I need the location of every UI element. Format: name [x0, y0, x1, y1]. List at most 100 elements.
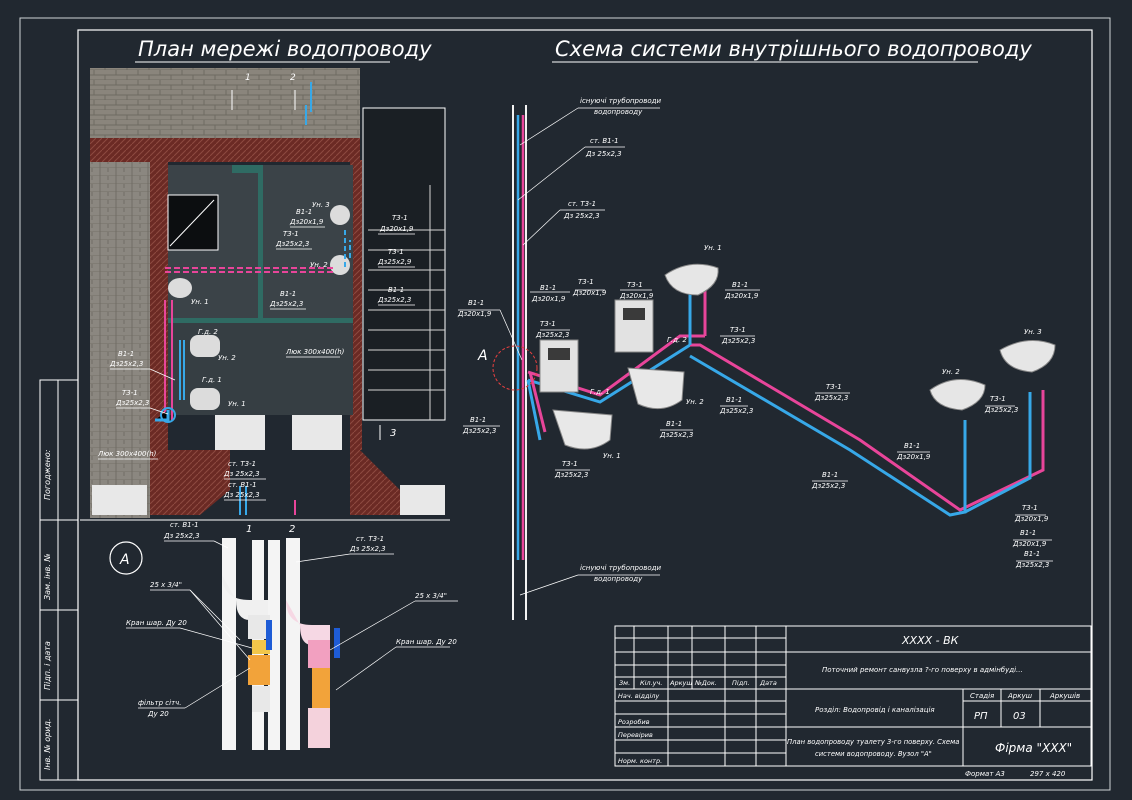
scheme-un1: Ун. 1	[704, 244, 722, 252]
scheme-b1-d: В1-1	[726, 396, 742, 404]
plan-gd2: Г.д. 2	[198, 328, 218, 336]
scheme-leaders	[458, 107, 1053, 596]
plan-un2b: Ун. 2	[218, 354, 236, 362]
outer-frame	[19, 17, 1111, 791]
tb-format: Формат А3	[965, 770, 1005, 778]
plan-un2: Ун. 2	[310, 261, 328, 269]
detail-marker: А	[119, 552, 130, 568]
tb-stage-h: Стадія	[970, 692, 994, 700]
scheme-t3-f-d: Дз25х2,3	[554, 471, 588, 479]
scheme-t3-c: Т3-1	[540, 320, 556, 328]
side-inv-orig: Інв. № орид.	[43, 719, 52, 771]
scheme-b1-f: В1-1	[470, 416, 486, 424]
plan-un1: Ун. 1	[191, 298, 209, 306]
plan-t3-top-d: Дз25х2,3	[275, 240, 309, 248]
scheme-b1-g: В1-1	[904, 442, 920, 450]
plan-st-b1: ст. В1-1	[228, 481, 257, 489]
scheme-gd2: Г.д. 2	[667, 336, 687, 344]
tb-size: 297 х 420	[1030, 770, 1066, 778]
scheme-t3-f: Т3-1	[562, 460, 578, 468]
title-block	[614, 625, 1092, 767]
scheme-b1-i: В1-1	[822, 471, 838, 479]
scheme-t3-j: Т3-1	[1022, 504, 1038, 512]
scheme-b1-d-d: Дз25х2,3	[719, 407, 753, 415]
scheme-t3-e: Т3-1	[826, 383, 842, 391]
tb-col-1: Кіл.уч.	[640, 679, 662, 687]
plan-hatch-left: Люк 300х400(h)	[97, 450, 157, 458]
scheme-t3-d-d: Дз25х2,3	[721, 337, 755, 345]
scheme-t3-b: Т3-1	[627, 281, 643, 289]
scheme-b1-i-d: Дз25х2,3	[811, 482, 845, 490]
plan-cut-2: 2	[290, 73, 296, 83]
scheme-t3-e-d: Дз25х2,3	[814, 394, 848, 402]
floor-plan	[80, 68, 450, 521]
detail-fit-right: 25 х 3/4"	[415, 592, 447, 600]
scheme-b1-last: В1-1	[1024, 550, 1040, 558]
side-agreed: Погоджено:	[43, 449, 52, 500]
plan-leaders	[98, 226, 415, 501]
plan-cut-3: 3	[390, 428, 396, 439]
detail-leaders	[126, 540, 458, 709]
scheme-b1-c: В1-1	[732, 281, 748, 289]
plan-un1b: Ун. 1	[228, 400, 246, 408]
tb-sheet-h: Аркуш	[1007, 692, 1033, 700]
tb-col-5: Дата	[759, 679, 777, 687]
plan-b1-left: В1-1	[118, 350, 134, 358]
plan-b1-mid: В1-1	[280, 290, 296, 298]
tb-row-0: Нач. відділу	[618, 692, 659, 700]
scheme-b1-h-d: Дз20х1,9	[1012, 540, 1047, 548]
tb-code: ХХХХ - ВК	[901, 634, 960, 647]
side-stamp: Погоджено: Зам. інв. № Підп. і дата Інв.…	[39, 379, 79, 781]
scheme-st-b1: ст. В1-1	[590, 137, 619, 145]
detail-st-b1-d: Дз 25х2,3	[163, 532, 200, 540]
scheme-un3: Ун. 3	[1024, 328, 1042, 336]
tb-row-1: Розробив	[618, 718, 650, 726]
scheme-existing-top-1: існуючі трубопроводи	[580, 97, 662, 105]
scheme-existing-top-2: водопроводу	[594, 108, 643, 116]
tb-stage: РП	[974, 711, 988, 722]
scheme-b1-g-d: Дз20х1,9	[896, 453, 931, 461]
detail-pipe-2: 2	[289, 524, 295, 535]
plan-b1-right: В1-1	[388, 286, 404, 294]
detail-a: А	[109, 538, 340, 750]
detail-filter-d: Ду 20	[147, 710, 169, 718]
scheme-un1b: Ун. 1	[603, 452, 621, 460]
plan-b1-mid-d: Дз25х2,3	[269, 300, 303, 308]
plan-t3-right-d: Дз20х1,9	[379, 225, 414, 233]
plan-t3-right2-d: Дз25х2,9	[377, 258, 412, 266]
tb-row-2: Перевірив	[618, 731, 653, 739]
plan-t3-left-d: Дз25х2,3	[115, 399, 149, 407]
scheme-existing-bot-2: водопроводу	[594, 575, 643, 583]
plan-hatch-right: Люк 300х400(h)	[285, 348, 345, 356]
scheme-t3-c-d: Дз25х2,3	[535, 331, 569, 339]
scheme-b1-c-d: Дз20х1,9	[724, 292, 759, 300]
detail-fit-left: 25 х 3/4"	[150, 581, 182, 589]
plan-b1-left-d: Дз25х2,3	[109, 360, 143, 368]
plan-b1-right-d: Дз25х2,3	[377, 296, 411, 304]
scheme-b1-f-d: Дз25х2,3	[462, 427, 496, 435]
scheme-b1-a: В1-1	[540, 284, 556, 292]
plan-un3: Ун. 3	[312, 201, 330, 209]
scheme-b1-a-d: Дз20х1,9	[531, 295, 566, 303]
plan-st-t3: ст. Т3-1	[228, 460, 256, 468]
scheme-un2: Ун. 2	[942, 368, 960, 376]
plan-t3-right: Т3-1	[392, 214, 408, 222]
plan-t3-left: Т3-1	[122, 389, 138, 397]
detail-valve-right: Кран шар. Ду 20	[396, 638, 457, 646]
scheme-title: Схема системи внутрішнього водопроводу	[555, 37, 1032, 61]
plan-b1-top-d: Дз20х1,9	[289, 218, 324, 226]
scheme-b1-b-d: Дз20х1,9	[457, 310, 492, 318]
side-sign-date: Підп. і дата	[43, 641, 52, 690]
scheme-b1-e: В1-1	[666, 420, 682, 428]
scheme-pipes	[512, 105, 1045, 620]
scheme-b1-e-d: Дз25х2,3	[659, 431, 693, 439]
side-inv-no: Зам. інв. №	[43, 553, 52, 600]
scheme-st-t3-d: Дз 25х2,3	[563, 212, 600, 220]
scheme-t3-a-d: Дз20х1,9	[572, 289, 607, 297]
scheme-t3-d: Т3-1	[730, 326, 746, 334]
scheme-marker: А	[477, 348, 488, 364]
tb-col-3: №Док.	[694, 679, 717, 687]
scheme-b1-h: В1-1	[1020, 529, 1036, 537]
scheme-fixtures	[539, 263, 1056, 450]
scheme-st-b1-d: Дз 25х2,3	[585, 150, 622, 158]
